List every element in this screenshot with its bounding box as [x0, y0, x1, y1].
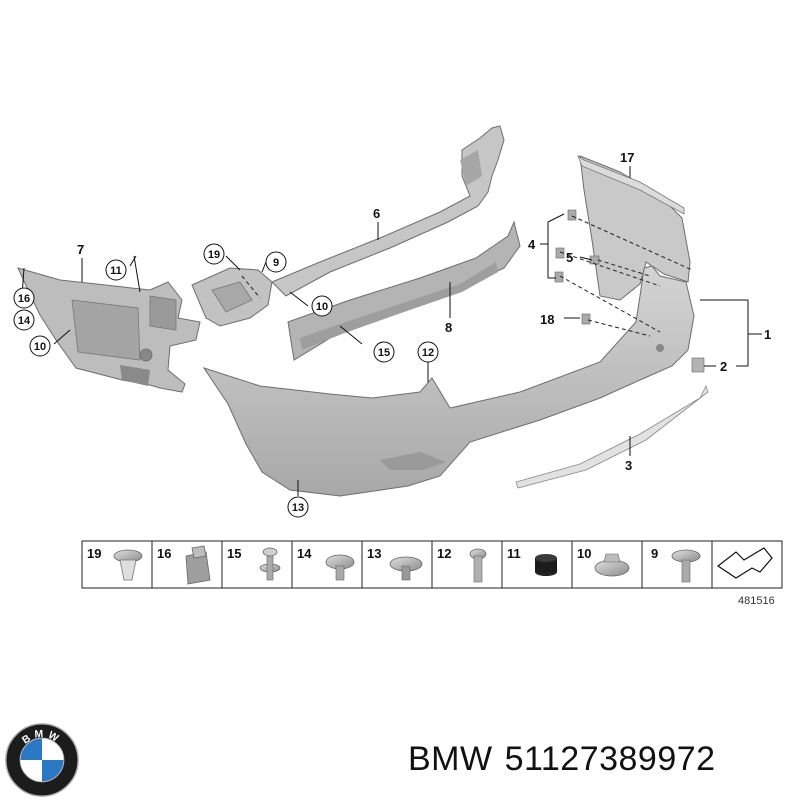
strip-label-9: 9	[651, 546, 658, 561]
strip-label-10: 10	[577, 546, 591, 561]
callout-8: 8	[445, 320, 452, 335]
rear-bumper-cover	[202, 155, 695, 497]
flange-nut-icon	[594, 553, 630, 577]
circled-callout-19: 19	[203, 243, 225, 265]
brand-part-number-line: BMW 51127389972	[408, 740, 728, 779]
fastener-parts-strip: 19 16 15 14 13 12 11 10 9	[81, 540, 783, 607]
left-side-bracket	[17, 267, 201, 393]
callout-5: 5	[566, 250, 573, 265]
circled-callout-12: 12	[417, 341, 439, 363]
circled-callout-16: 16	[13, 287, 35, 309]
lower-energy-absorber	[287, 220, 521, 361]
expanding-rivet-icon	[113, 549, 143, 581]
svg-text:11: 11	[110, 265, 122, 277]
callout-17: 17	[620, 150, 634, 165]
svg-text:13: 13	[292, 502, 304, 514]
collar-screw-icon	[671, 549, 701, 583]
circled-callout-9: 9	[265, 251, 287, 273]
part-number: 51127389972	[504, 740, 716, 778]
svg-text:15: 15	[378, 347, 390, 359]
upper-trim-strip	[577, 154, 685, 215]
callout-6: 6	[373, 206, 380, 221]
rubber-pad-icon	[535, 554, 557, 576]
bmw-logo-icon: BMW	[5, 723, 79, 797]
callout-2: 2	[720, 359, 727, 374]
circled-callout-13: 13	[287, 496, 309, 518]
strip-label-19: 19	[87, 546, 101, 561]
callout-3: 3	[625, 458, 632, 473]
leader-lines	[21, 166, 762, 496]
callout-18: 18	[540, 312, 554, 327]
circled-callout-10-mount: 10	[311, 295, 333, 317]
circled-callout-11: 11	[105, 259, 127, 281]
hex-bolt-icon	[469, 548, 487, 583]
diagram-reference-number: 481516	[738, 595, 775, 607]
callout-7: 7	[77, 242, 84, 257]
svg-text:10: 10	[316, 301, 328, 313]
circled-callout-15: 15	[373, 341, 395, 363]
lower-trim-strip	[515, 384, 709, 489]
washer-screw-icon	[389, 556, 423, 581]
push-rivet-icon	[325, 554, 355, 581]
small-mount-bracket	[191, 267, 273, 327]
clip-nut-icon	[185, 545, 211, 585]
strip-label-14: 14	[297, 546, 312, 561]
mounting-clips	[554, 209, 705, 373]
strip-label-16: 16	[157, 546, 171, 561]
svg-text:14: 14	[18, 315, 31, 327]
strip-label-12: 12	[437, 546, 451, 561]
direction-arrow-icon	[716, 547, 773, 579]
brand-name: BMW	[408, 740, 493, 778]
svg-text:16: 16	[18, 293, 30, 305]
strip-label-15: 15	[227, 546, 241, 561]
svg-text:12: 12	[422, 347, 434, 359]
strip-label-11: 11	[507, 546, 521, 561]
screw-icon	[259, 547, 281, 581]
circled-callout-10-bracket: 10	[29, 335, 51, 357]
upper-reinforcement-bar	[271, 125, 505, 297]
dashed-leaders	[241, 215, 693, 337]
svg-text:10: 10	[34, 341, 46, 353]
svg-text:19: 19	[208, 249, 220, 261]
callout-1: 1	[764, 327, 771, 342]
strip-label-13: 13	[367, 546, 381, 561]
callout-4: 4	[528, 237, 536, 252]
svg-text:9: 9	[273, 257, 279, 269]
circled-callout-14: 14	[13, 309, 35, 331]
